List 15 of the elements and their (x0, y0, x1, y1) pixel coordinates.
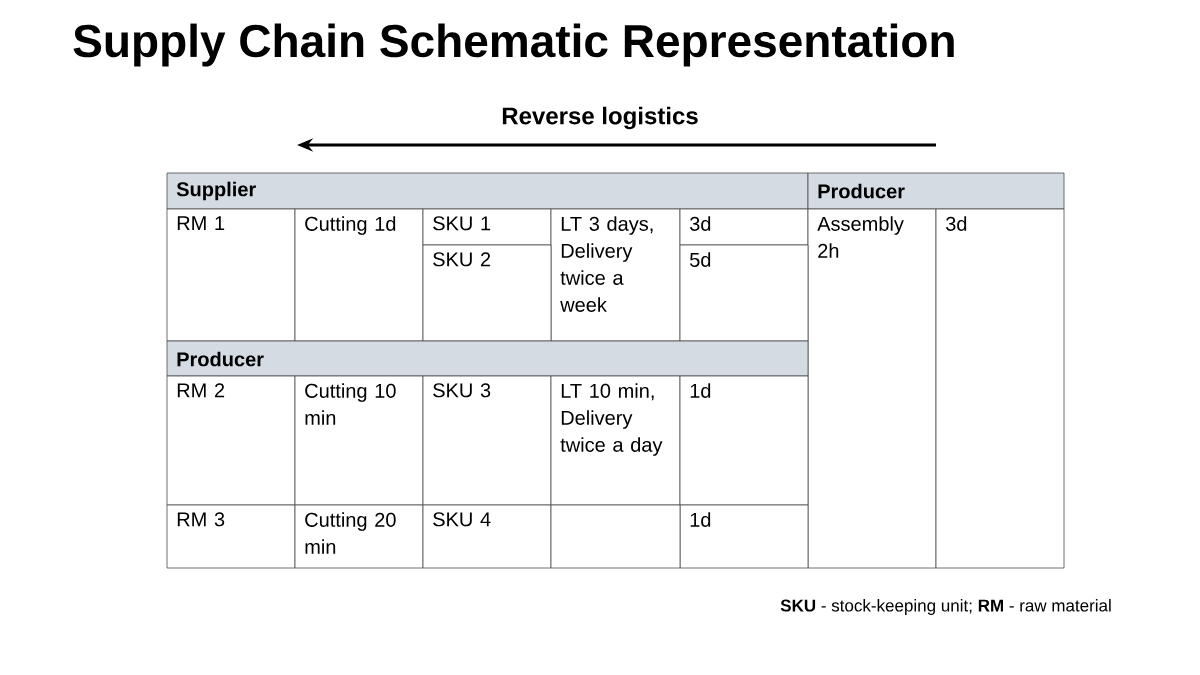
table-cell: Cutting 1d (294, 208, 424, 342)
table-cell: LT 3 days, Delivery twice a week (550, 208, 681, 342)
footnote: SKU - stock-keeping unit; RM - raw material (780, 599, 1111, 615)
table-cell: SKU 4 (422, 504, 552, 569)
table-cell: 1d (679, 504, 809, 569)
table-cell: RM 1 (166, 208, 296, 342)
table-cell: Cutting 20 min (294, 504, 424, 569)
header-cell: Producer (807, 172, 1065, 210)
table-cell: 3d (935, 208, 1065, 569)
header-cell: Producer (166, 340, 809, 377)
arrow-label: Reverse logistics (502, 106, 698, 130)
title: Supply Chain Schematic Representation (73, 23, 954, 67)
table-cell: 3d (679, 208, 809, 246)
table-cell: RM 3 (166, 504, 296, 569)
table-cell: SKU 1 (422, 208, 552, 246)
